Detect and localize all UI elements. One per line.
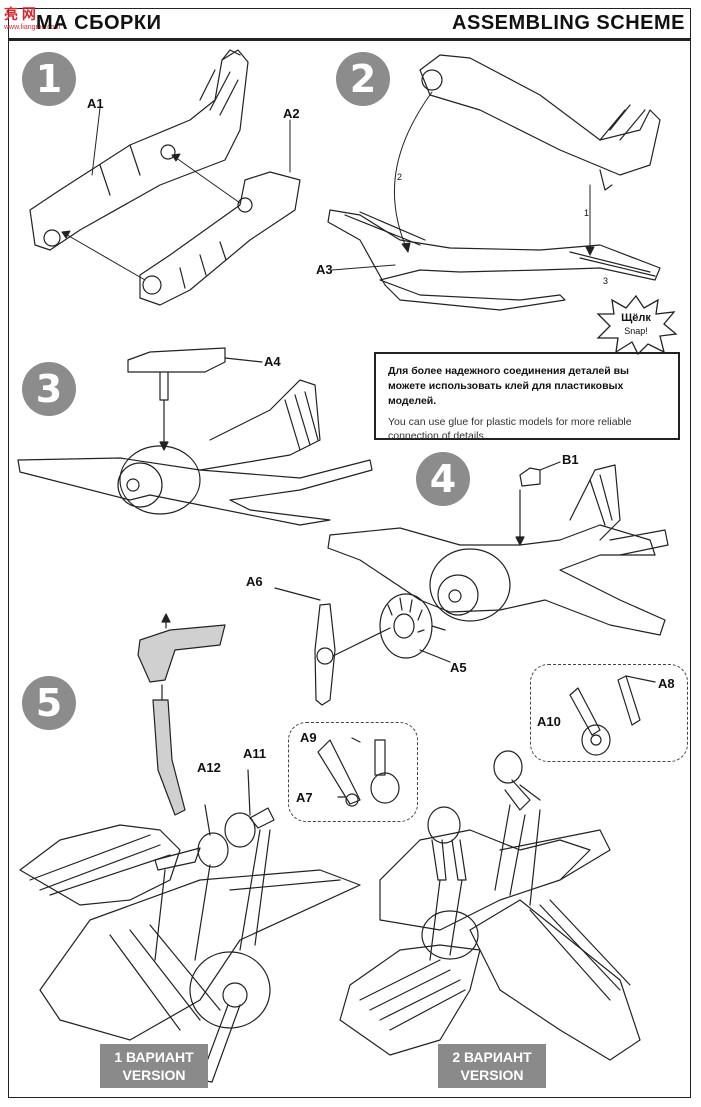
title-russian: МА СБОРКИ [36, 12, 162, 34]
part-label-a7: A7 [296, 790, 313, 805]
version-1-subtitle: VERSION [122, 1067, 186, 1083]
snap-ru: Щёлк [621, 312, 651, 324]
title-english: ASSEMBLING SCHEME [452, 12, 685, 34]
step5-v1-aircraft [19, 824, 361, 1083]
snap-starburst-icon [596, 294, 678, 356]
glue-note-box: Для более надежного соединения деталей в… [374, 352, 680, 442]
part-label-a10: A10 [537, 714, 561, 729]
watermark-url: www.liangmo.com [4, 24, 61, 31]
step5-v1-parts [137, 613, 275, 961]
glue-note-russian: Для более надежного соединения деталей в… [388, 365, 630, 407]
step-number-2: 2 [336, 52, 390, 106]
step2-marker-1: 1 [584, 208, 590, 218]
detail-a8-a10-drawing [569, 675, 656, 756]
glue-note-english: You can use glue for plastic models for … [388, 416, 632, 442]
part-label-a3: A3 [316, 262, 333, 277]
header-rule [8, 38, 691, 41]
step4-cockpit-b1 [515, 461, 561, 546]
step4-cowling-a5 [379, 593, 451, 663]
part-label-a11: A11 [243, 746, 267, 761]
step1-fuselage-half-a2 [139, 171, 301, 306]
part-label-a8: A8 [658, 676, 675, 691]
part-label-a2: A2 [283, 106, 300, 121]
step2-fuselage [419, 54, 661, 191]
step3-part-a4 [127, 347, 263, 451]
step4-aircraft [327, 464, 669, 636]
part-label-a6: A6 [246, 574, 263, 589]
snap-en: Snap! [624, 326, 648, 336]
part-label-a9: A9 [300, 730, 317, 745]
detail-oval-left [288, 722, 418, 822]
step4-propeller-a6 [274, 587, 391, 706]
part-label-a4: A4 [264, 354, 281, 369]
page-border [8, 8, 691, 1098]
step2-wing-a3 [327, 209, 661, 311]
step-number-4: 4 [416, 452, 470, 506]
version-2-box: 2 ВАРИАНТ VERSION [438, 1044, 546, 1088]
version-2-subtitle: VERSION [460, 1067, 524, 1083]
step5-v2-parts [427, 750, 541, 961]
part-label-a1: A1 [87, 96, 104, 111]
step1-fuselage-half-a1 [29, 49, 249, 251]
detail-oval-right [530, 664, 688, 762]
step-number-5: 5 [22, 676, 76, 730]
part-label-b1: B1 [562, 452, 579, 467]
snap-callout: Щёлк Snap! [594, 294, 678, 356]
step2-marker-3: 3 [603, 276, 609, 286]
step-number-1: 1 [22, 52, 76, 106]
step3-aircraft [17, 379, 373, 526]
version-1-title: 1 ВАРИАНТ [114, 1049, 194, 1065]
step-number-3: 3 [22, 362, 76, 416]
version-1-box: 1 ВАРИАНТ VERSION [100, 1044, 208, 1088]
step5-v2-aircraft [339, 829, 641, 1061]
part-label-a12: A12 [197, 760, 221, 775]
detail-a7-a9-drawing [317, 737, 400, 807]
part-label-a5: A5 [450, 660, 467, 675]
watermark-logo: 亮 网 [4, 6, 36, 22]
step2-marker-2: 2 [397, 172, 403, 182]
version-2-title: 2 ВАРИАНТ [452, 1049, 532, 1065]
